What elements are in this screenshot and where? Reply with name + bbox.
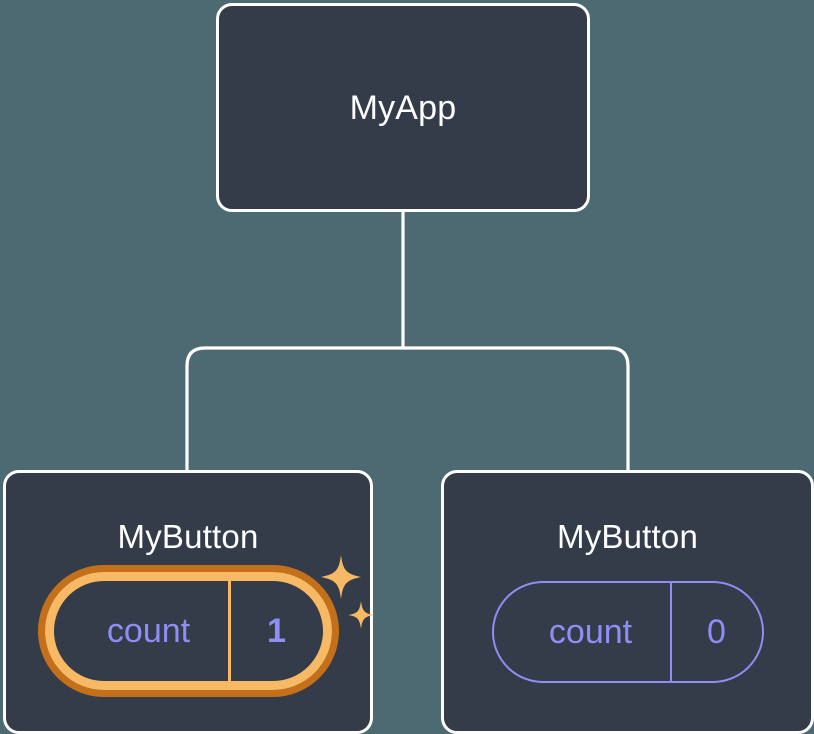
sparkle-small — [347, 601, 374, 629]
edge-branch-bar — [185, 346, 630, 470]
state-pill-highlight-outer-ring: count 1 — [37, 565, 339, 697]
state-key-left: count — [106, 612, 191, 650]
state-pill-highlighted-wrap: count 1 — [37, 555, 374, 697]
state-key-right: count — [548, 613, 633, 651]
node-mybutton-left-label: MyButton — [117, 518, 259, 555]
node-mybutton-right[interactable]: MyButton count 0 — [441, 470, 814, 734]
state-pill-divider-right — [669, 583, 672, 681]
node-mybutton-left[interactable]: MyButton count 1 — [3, 470, 374, 734]
state-pill-divider-left — [227, 581, 231, 681]
node-mybutton-right-label: MyButton — [557, 518, 698, 555]
node-myapp[interactable]: MyApp — [216, 3, 590, 212]
state-value-left: 1 — [267, 612, 286, 650]
state-pill-plain[interactable]: count 0 — [491, 581, 764, 683]
state-pill-plain-wrap: count 0 — [491, 581, 764, 683]
state-value-right: 0 — [707, 613, 726, 651]
state-pill-highlighted[interactable]: count 1 — [44, 572, 332, 690]
node-myapp-label: MyApp — [349, 88, 457, 127]
